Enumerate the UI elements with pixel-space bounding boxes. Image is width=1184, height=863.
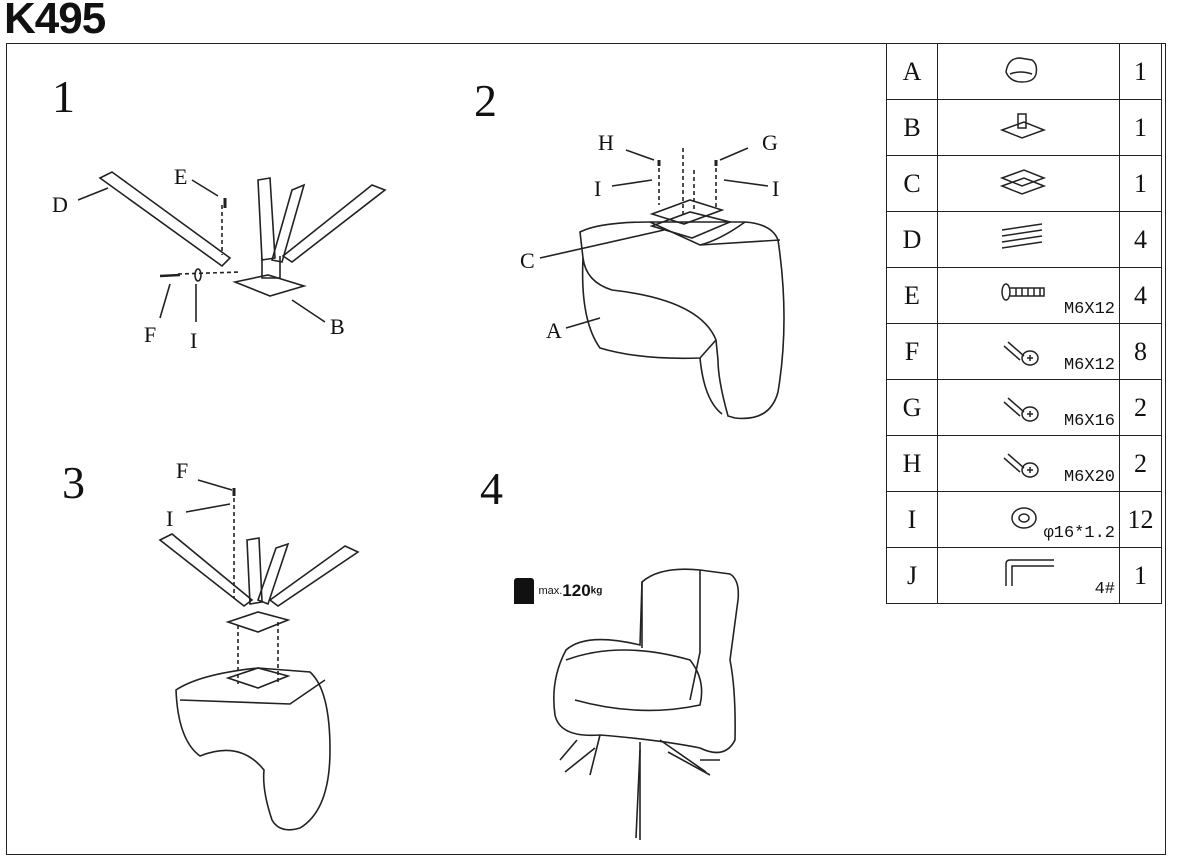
base-plate-icon	[999, 113, 1047, 139]
label-D: D	[52, 192, 68, 217]
part-spec: M6X16	[1063, 412, 1115, 431]
part-picture-cell: M6X20	[937, 435, 1120, 492]
part-picture-cell: M6X12	[937, 267, 1120, 324]
step-number-2: 2	[474, 75, 497, 126]
part-letter: A	[886, 43, 938, 100]
part-picture-cell: M6X16	[937, 379, 1120, 436]
part-letter: H	[886, 435, 938, 492]
bolt-icon	[1003, 341, 1039, 366]
step-number-4: 4	[480, 463, 503, 514]
part-picture-cell: φ16*1.2	[937, 491, 1120, 548]
part-picture-cell	[937, 43, 1120, 100]
part-letter: G	[886, 379, 938, 436]
legs-icon	[1001, 223, 1043, 249]
step2-drawing	[539, 147, 785, 420]
long-bolt-icon	[1001, 283, 1045, 301]
parts-row: J 4#1	[886, 547, 1162, 604]
label-I: I	[190, 328, 198, 353]
part-quantity: 2	[1119, 379, 1162, 436]
part-picture-cell	[937, 155, 1120, 212]
bolt-icon	[1003, 453, 1039, 478]
label-A: A	[546, 318, 562, 343]
allen-key-icon	[1005, 559, 1054, 586]
part-letter: I	[886, 491, 938, 548]
part-spec: M6X12	[1063, 300, 1115, 319]
label-F-step3: F	[176, 458, 189, 483]
step4-drawing	[553, 568, 740, 840]
part-spec: φ16*1.2	[1043, 524, 1115, 543]
part-quantity: 1	[1119, 99, 1162, 156]
label-C: C	[520, 248, 535, 273]
weight-icon	[514, 578, 534, 604]
weight-value: 120	[562, 581, 591, 600]
step-number-1: 1	[52, 71, 75, 122]
part-spec: M6X12	[1063, 356, 1115, 375]
assembly-illustration	[77, 147, 785, 840]
chair-seat-icon	[1005, 57, 1038, 83]
part-quantity: 12	[1119, 491, 1162, 548]
part-picture-cell: M6X12	[937, 323, 1120, 380]
label-I-right: I	[772, 176, 780, 201]
bolt-icon	[1003, 397, 1039, 422]
part-letter: C	[886, 155, 938, 212]
step3-drawing	[158, 479, 360, 831]
part-letter: E	[886, 267, 938, 324]
label-I-step3: I	[166, 506, 174, 531]
step-number-3: 3	[62, 457, 85, 508]
part-quantity: 1	[1119, 43, 1162, 100]
part-quantity: 2	[1119, 435, 1162, 492]
part-quantity: 4	[1119, 211, 1162, 268]
washer-icon	[1011, 507, 1037, 529]
part-picture-cell	[937, 99, 1120, 156]
part-letter: B	[886, 99, 938, 156]
part-quantity: 4	[1119, 267, 1162, 324]
part-quantity: 1	[1119, 547, 1162, 604]
label-H: H	[598, 130, 614, 155]
max-weight-badge: max.120kg	[514, 578, 602, 604]
part-picture-cell: 4#	[937, 547, 1120, 604]
weight-unit: kg	[590, 585, 603, 597]
label-F: F	[144, 322, 157, 347]
part-picture-cell	[937, 211, 1120, 268]
model-title: K495	[4, 0, 106, 43]
part-spec: 4#	[1094, 580, 1115, 599]
label-I-left: I	[594, 176, 602, 201]
step1-drawing	[77, 171, 387, 323]
mount-plate-icon	[999, 169, 1047, 195]
instruction-frame	[6, 43, 1166, 855]
part-letter: F	[886, 323, 938, 380]
label-G: G	[762, 130, 778, 155]
part-letter: J	[886, 547, 938, 604]
label-E: E	[174, 164, 188, 189]
label-B: B	[330, 314, 345, 339]
part-letter: D	[886, 211, 938, 268]
part-quantity: 8	[1119, 323, 1162, 380]
part-spec: M6X20	[1063, 468, 1115, 487]
weight-prefix: max.	[538, 585, 563, 597]
part-quantity: 1	[1119, 155, 1162, 212]
